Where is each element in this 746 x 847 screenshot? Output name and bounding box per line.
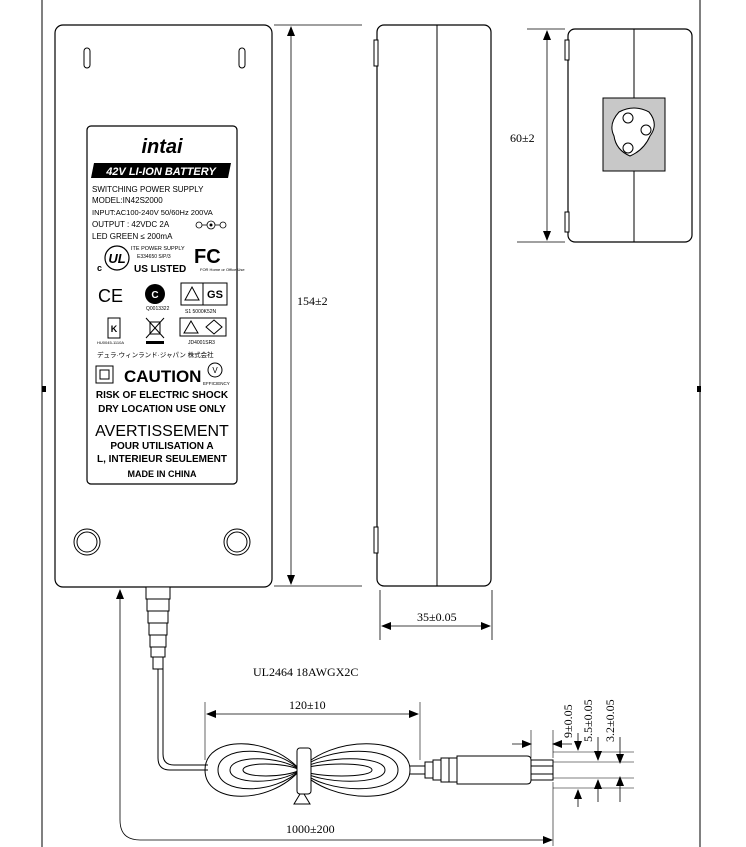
interieur-text: L, INTERIEUR SEULEMENT — [97, 454, 227, 465]
caution-square-icon — [95, 365, 114, 384]
svg-text:GS: GS — [207, 289, 223, 301]
made-in-text: MADE IN CHINA — [128, 469, 197, 479]
fcc-icon: FC — [194, 246, 221, 268]
battery-banner — [91, 163, 231, 178]
frame-tick-right — [697, 386, 701, 392]
label-line-5: LED GREEN ≤ 200mA — [92, 232, 173, 241]
plug-inner-dim-text: 3.2±0.05 — [603, 699, 617, 742]
cable-length-dimension: 1000±200 — [116, 589, 554, 846]
brand-logo: intai — [141, 136, 183, 158]
plug-length-dim-text: 9±0.05 — [561, 704, 575, 738]
frame-tick-left — [42, 386, 46, 392]
japanese-text: デュラ·ウィンランド·ジャパン 株式会社 — [97, 350, 214, 359]
vent-slot-left — [83, 47, 91, 69]
label-line-4: OUTPUT : 42VDC 2A — [92, 220, 170, 229]
ul-listed-text: US LISTED — [134, 264, 186, 275]
jet-code: JD4001SR3 — [188, 340, 215, 346]
front-view: intai 42V LI-ION BATTERY SWITCHING POWER… — [54, 24, 273, 670]
thickness-dimension: 35±0.05 — [379, 590, 493, 640]
ccc-code: Q0013322 — [146, 306, 170, 312]
battery-text: 42V LI-ION BATTERY — [105, 166, 217, 178]
inlet-height-dim-text: 60±2 — [510, 131, 535, 145]
dry-text: DRY LOCATION USE ONLY — [98, 404, 226, 415]
svg-text:UL: UL — [108, 251, 125, 266]
ite-code: E334650 S/P/3 — [137, 254, 171, 260]
length-dimension: 154±2 — [274, 24, 362, 587]
risk-text: RISK OF ELECTRIC SHOCK — [96, 390, 229, 401]
pour-text: POUR UTILISATION A — [110, 441, 213, 452]
coil-length-dim-text: 120±10 — [289, 698, 326, 712]
coil-length-dimension: 120±10 — [204, 698, 421, 760]
svg-text:K: K — [111, 324, 118, 334]
kc-code: HU0045-1110A — [97, 340, 124, 345]
strain-relief — [145, 586, 171, 670]
end-view — [564, 28, 693, 243]
label-line-2: MODEL:IN42S2000 — [92, 196, 163, 205]
efficiency-text: EFFICIENCY — [203, 381, 230, 386]
side-view — [373, 24, 492, 587]
svg-text:c: c — [97, 263, 102, 273]
plug-dimensions: 9±0.05 5.5±0.05 3.2±0.05 — [512, 699, 634, 807]
label-line-3: INPUT:AC100-240V 50/60Hz 200VA — [92, 208, 213, 217]
vent-slot-right — [238, 47, 246, 69]
pse-gs-icon: GS — [180, 282, 228, 306]
foot-left — [73, 528, 101, 556]
svg-text:V: V — [212, 366, 218, 375]
cable-length-dim-text: 1000±200 — [286, 822, 335, 836]
gs-code: S1 5000K52N — [185, 309, 217, 315]
cable-tie — [296, 747, 312, 795]
svg-text:C: C — [151, 290, 158, 301]
rating-label: intai 42V LI-ION BATTERY SWITCHING POWER… — [86, 125, 245, 485]
ite-text: ITE POWER SUPPLY — [131, 246, 185, 252]
length-dim-text: 154±2 — [297, 294, 328, 308]
weee-bin-icon — [145, 317, 165, 344]
caution-text: CAUTION — [124, 367, 201, 386]
jet-pse-icon — [179, 317, 227, 337]
cable — [157, 669, 425, 805]
label-border — [86, 125, 238, 485]
ce-icon: CE — [98, 286, 123, 306]
kc-icon: K — [107, 317, 121, 339]
dc-plug — [424, 755, 554, 785]
ac-inlet-icon — [602, 97, 666, 172]
side-body — [376, 24, 492, 587]
cable-spec-text: UL2464 18AWGX2C — [253, 665, 358, 679]
inlet-height-dimension: 60±2 — [510, 28, 565, 243]
polarity-icon — [195, 220, 227, 230]
fcc-subtext: FOR Home or Office Use — [200, 267, 245, 272]
efficiency-icon: V — [207, 362, 223, 378]
svg-text:FC: FC — [194, 246, 221, 268]
avertissement-text: AVERTISSEMENT — [95, 423, 229, 440]
thickness-dim-text: 35±0.05 — [417, 610, 457, 624]
foot-right — [223, 528, 251, 556]
ul-listed-icon: UL c — [97, 245, 130, 273]
label-line-1: SWITCHING POWER SUPPLY — [92, 185, 204, 194]
ccc-icon: C — [145, 284, 165, 304]
plug-outer-dim-text: 5.5±0.05 — [581, 699, 595, 742]
